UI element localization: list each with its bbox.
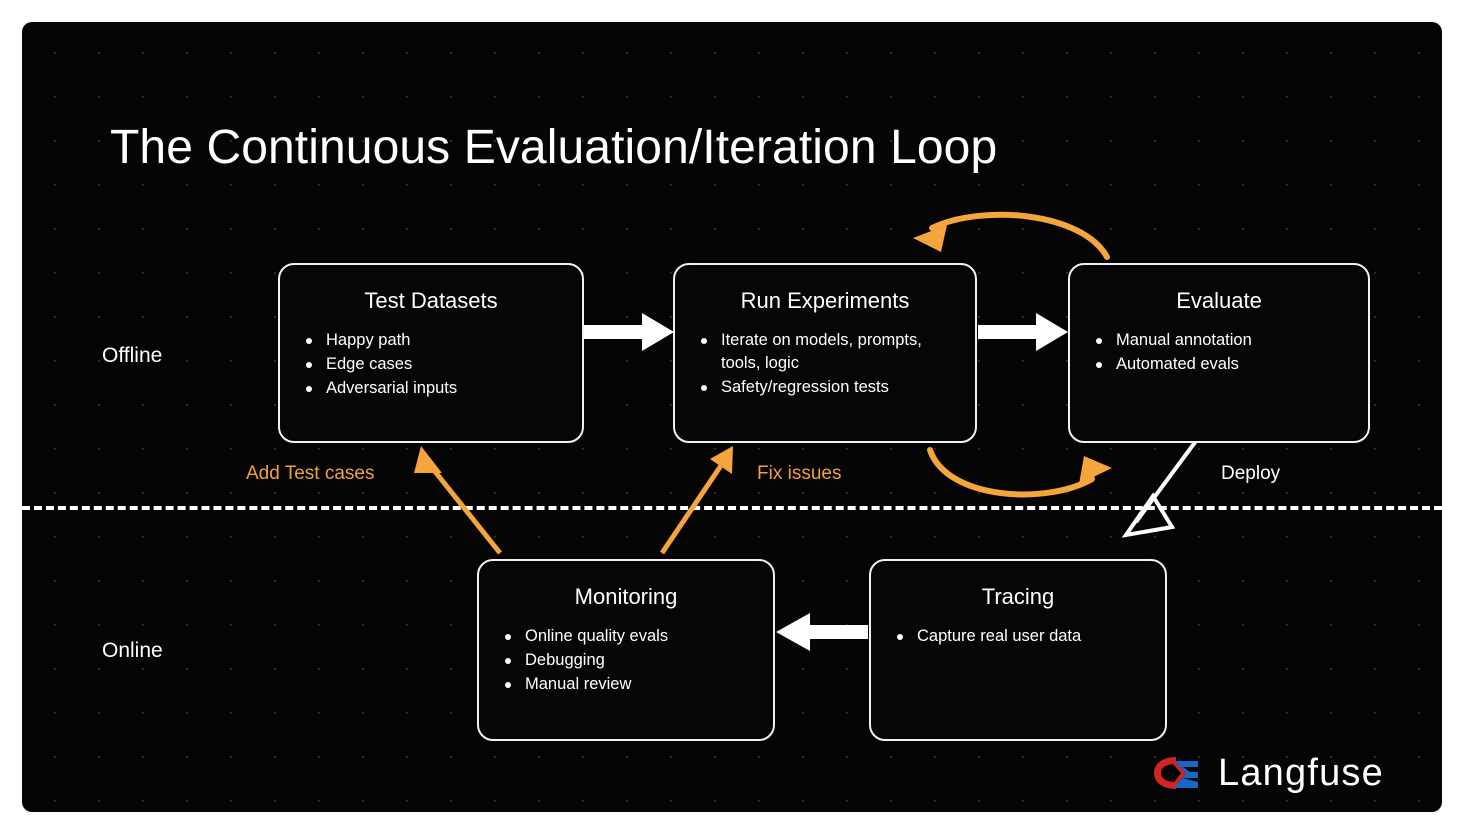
row-label-online: Online: [102, 639, 163, 662]
node-title: Monitoring: [574, 584, 678, 609]
arrow-fix-issues: [659, 446, 733, 555]
list-item: Adversarial inputs: [304, 377, 572, 400]
list-item: Safety/regression tests: [699, 376, 965, 399]
list-item: Happy path: [304, 329, 572, 352]
node-test-datasets[interactable]: Test Datasets Happy path Edge cases Adve…: [278, 263, 584, 443]
list-item: Manual review: [503, 673, 763, 696]
arrow-datasets-to-experiments: [584, 313, 674, 351]
node-run-experiments[interactable]: Run Experiments Iterate on models, promp…: [673, 263, 977, 443]
langfuse-logo: Langfuse: [1150, 752, 1384, 794]
edge-label-add-test-cases: Add Test cases: [246, 463, 375, 484]
edge-label-deploy: Deploy: [1221, 463, 1281, 484]
page-title: The Continuous Evaluation/Iteration Loop: [110, 121, 998, 174]
arrow-tracing-to-monitoring: [776, 613, 868, 651]
langfuse-mark-icon: [1154, 757, 1198, 789]
list-item: Capture real user data: [895, 625, 1155, 648]
node-bullet-list: Capture real user data: [871, 625, 1165, 648]
node-title: Tracing: [981, 584, 1055, 609]
node-tracing[interactable]: Tracing Capture real user data: [869, 559, 1167, 741]
arrow-add-test-cases: [414, 446, 502, 555]
list-item: Online quality evals: [503, 625, 763, 648]
node-title: Test Datasets: [364, 288, 498, 313]
node-bullet-list: Manual annotation Automated evals: [1070, 329, 1368, 376]
offline-online-divider: [22, 506, 1442, 510]
node-bullet-list: Iterate on models, prompts, tools, logic…: [675, 329, 975, 399]
node-title: Evaluate: [1176, 288, 1262, 313]
node-monitoring[interactable]: Monitoring Online quality evals Debuggin…: [477, 559, 775, 741]
node-evaluate[interactable]: Evaluate Manual annotation Automated eva…: [1068, 263, 1370, 443]
list-item: Automated evals: [1094, 353, 1358, 376]
row-label-offline: Offline: [102, 344, 163, 367]
list-item: Debugging: [503, 649, 763, 672]
list-item: Manual annotation: [1094, 329, 1358, 352]
arrow-experiments-to-evaluate: [978, 313, 1068, 351]
node-bullet-list: Online quality evals Debugging Manual re…: [479, 625, 773, 696]
list-item: Iterate on models, prompts, tools, logic: [699, 329, 965, 375]
langfuse-wordmark: Langfuse: [1218, 752, 1384, 794]
edge-label-fix-issues: Fix issues: [757, 463, 842, 484]
arrow-loop-top: [913, 211, 1110, 260]
node-bullet-list: Happy path Edge cases Adversarial inputs: [280, 329, 582, 400]
list-item: Edge cases: [304, 353, 572, 376]
arrow-loop-bottom: [927, 447, 1112, 498]
node-title: Run Experiments: [740, 288, 910, 313]
diagram-canvas: The Continuous Evaluation/Iteration Loop…: [22, 22, 1442, 812]
